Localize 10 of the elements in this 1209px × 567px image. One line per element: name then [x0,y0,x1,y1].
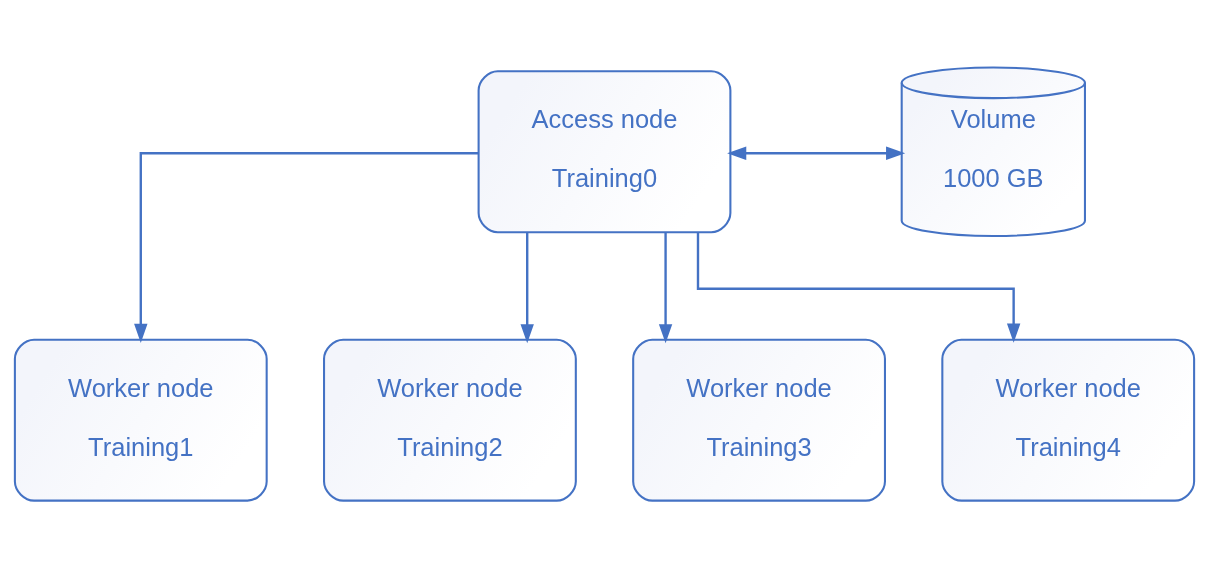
arrow [658,231,673,343]
node-box: Worker node Training2 [323,338,577,502]
arrow [520,231,534,343]
node-box: Worker node Training3 [632,338,886,502]
node-box: Worker node Training1 [13,338,268,502]
node-box: Worker node Training4 [941,338,1196,502]
node-box: Access node Training0 [477,69,732,233]
arrow [134,151,479,343]
arrow [727,146,906,160]
arrow [696,232,1021,343]
